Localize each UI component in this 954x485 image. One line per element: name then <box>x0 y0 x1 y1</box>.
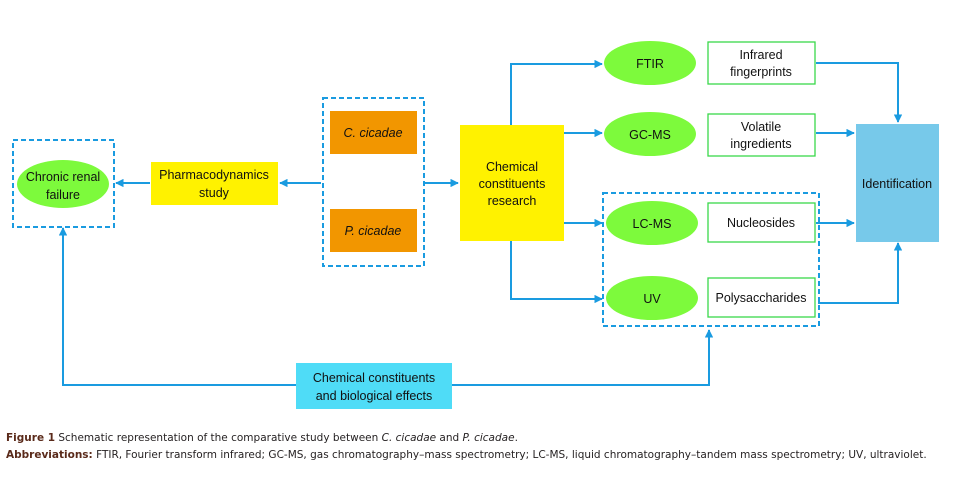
arrow-polysaccharides-to-identification <box>818 242 903 304</box>
p-cicadae-node: P. cicadae <box>330 209 417 252</box>
identification-node: Identification <box>856 124 939 242</box>
figure-caption: Figure 1 Schematic representation of the… <box>6 430 950 464</box>
gcms-node: GC-MS <box>604 112 696 156</box>
uv-node: UV <box>606 276 698 320</box>
figure-species-1: C. cicadae <box>381 432 437 444</box>
arrow-chemical-to-ftir <box>510 59 603 125</box>
chemical-research-node: Chemical constituents research <box>460 125 564 241</box>
pharma-label-2: study <box>199 186 230 200</box>
nucleosides-label: Nucleosides <box>727 216 795 230</box>
volatile-label-2: ingredients <box>730 137 791 151</box>
chemical-label-2: constituents <box>479 177 546 191</box>
volatile-ingredients-node: Volatile ingredients <box>707 113 816 157</box>
bio-label-2: and biological effects <box>316 389 433 403</box>
connectors <box>58 59 903 386</box>
gcms-label: GC-MS <box>629 128 671 142</box>
lcms-node: LC-MS <box>606 201 698 245</box>
abbreviations-text: FTIR, Fourier transform infrared; GC-MS,… <box>92 449 927 461</box>
abbreviations-line: Abbreviations: FTIR, Fourier transform i… <box>6 447 950 464</box>
c-cicadae-label: C. cicadae <box>343 126 402 140</box>
chemical-label-3: research <box>488 194 537 208</box>
bio-label-1: Chemical constituents <box>313 371 435 385</box>
figure-label: Figure 1 <box>6 432 56 444</box>
pharmacodynamics-node: Pharmacodynamics study <box>151 162 278 205</box>
ftir-label: FTIR <box>636 57 664 71</box>
identification-label: Identification <box>862 177 932 191</box>
infrared-fingerprints-node: Infrared fingerprints <box>707 41 816 85</box>
arrow-chemical-to-uv <box>510 240 603 304</box>
figure-text-2: and <box>436 432 463 444</box>
lc-uv-group-box <box>602 192 820 327</box>
lcms-label: LC-MS <box>633 217 672 231</box>
species-group-box <box>322 97 425 267</box>
infrared-label-2: fingerprints <box>730 65 792 79</box>
polysaccharides-label: Polysaccharides <box>715 291 806 305</box>
arrow-infrared-to-identification <box>816 62 903 123</box>
pharma-label-1: Pharmacodynamics <box>159 168 269 182</box>
chronic-renal-failure-node: Chronic renal failure <box>17 160 109 208</box>
chronic-group-box <box>12 139 115 228</box>
p-cicadae-label: P. cicadae <box>345 224 402 238</box>
bio-effects-node: Chemical constituents and biological eff… <box>296 363 452 409</box>
uv-label: UV <box>643 292 661 306</box>
figure-species-2: P. cicadae <box>462 432 515 444</box>
nucleosides-node: Nucleosides <box>707 202 816 243</box>
c-cicadae-node: C. cicadae <box>330 111 417 154</box>
figure-text-3: . <box>514 432 518 444</box>
figure-text-1: Schematic representation of the comparat… <box>55 432 382 444</box>
chronic-label-2: failure <box>46 188 80 202</box>
flow-diagram: Chronic renal failure Pharmacodynamics s… <box>12 41 939 409</box>
figure-title-line: Figure 1 Schematic representation of the… <box>6 430 950 447</box>
chronic-label-1: Chronic renal <box>26 170 100 184</box>
arrow-bio-to-spectra <box>452 329 714 386</box>
volatile-label-1: Volatile <box>741 120 781 134</box>
ftir-node: FTIR <box>604 41 696 85</box>
abbreviations-label: Abbreviations: <box>6 449 93 461</box>
infrared-label-1: Infrared <box>739 48 782 62</box>
chemical-label-1: Chemical <box>486 160 538 174</box>
arrow-bio-to-chronic <box>58 227 296 386</box>
polysaccharides-node: Polysaccharides <box>707 277 816 318</box>
